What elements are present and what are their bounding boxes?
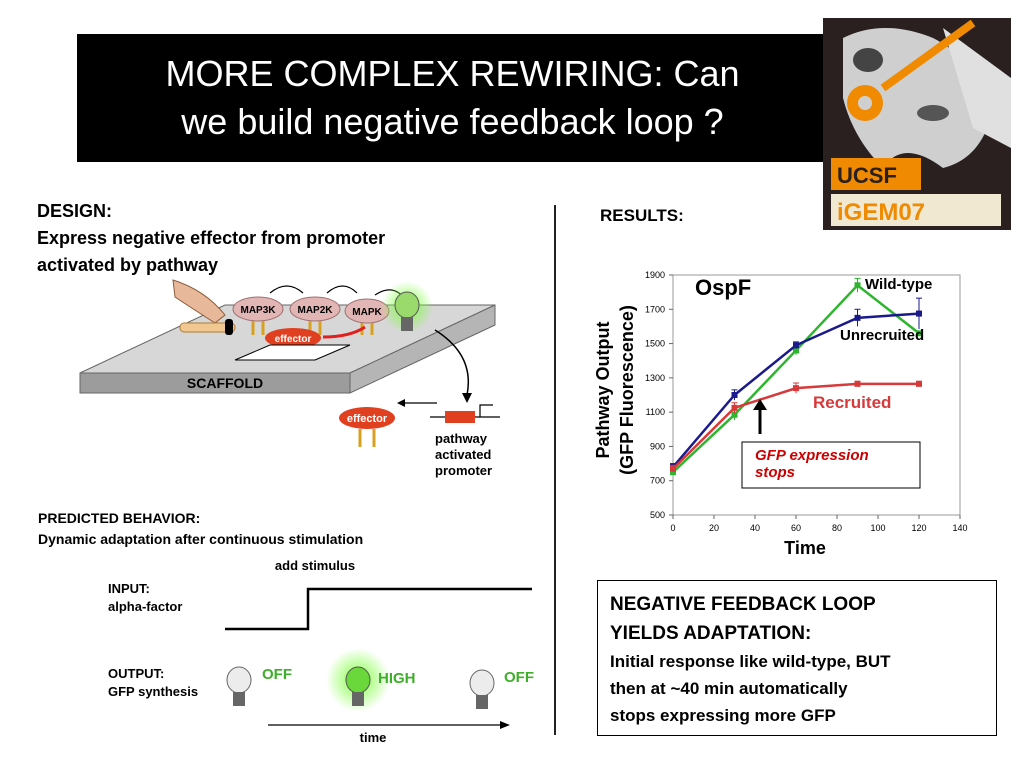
data-point [854,314,861,321]
y-tick-label: 1300 [645,373,665,383]
state-high: HIGH [378,670,416,687]
add-stimulus-label: add stimulus [275,558,355,573]
svg-text:MAPK: MAPK [352,307,382,318]
output-label-2: GFP synthesis [108,684,198,699]
data-point [854,282,861,289]
chart-title: OspF [695,275,751,300]
logo-text-ucsf: UCSF [837,163,897,188]
svg-text:MAP3K: MAP3K [240,305,276,316]
design-heading: DESIGN: [37,201,113,221]
x-tick-label: 20 [709,523,719,533]
section-divider [554,205,556,735]
y-tick-label: 900 [650,441,665,451]
data-point [731,411,738,418]
x-axis-label: Time [784,538,826,558]
ucsf-igem-logo: UCSF iGEM07 [823,18,1011,230]
summary-line1: Initial response like wild-type, BUT [610,652,891,671]
promoter-label-1: pathway [435,431,488,446]
y-tick-label: 1900 [645,270,665,280]
x-tick-label: 80 [832,523,842,533]
data-point [670,465,676,472]
series-label-wild-type: Wild-type [865,276,932,293]
x-tick-label: 0 [670,523,675,533]
bulb-off-2 [469,669,495,709]
summary-body: Initial response like wild-type, BUT the… [610,648,984,729]
y-tick-label: 1500 [645,339,665,349]
data-point [916,330,922,337]
y-tick-label: 1700 [645,304,665,314]
ospf-chart: 500 700 900 1100 1300 1500 1700 1900 0 20 40 60 80 10… [593,270,968,558]
state-off-2: OFF [504,669,534,686]
logo-text-igem: iGEM07 [837,199,925,226]
x-tick-label: 120 [911,523,926,533]
predicted-diagram: add stimulus INPUT: alpha-factor OUTPUT:… [108,558,534,745]
input-step-line [225,587,532,631]
input-label-2: alpha-factor [108,599,182,614]
data-point [793,347,799,354]
summary-colon: : [804,623,812,644]
x-tick-label: 100 [870,523,885,533]
results-heading: RESULTS: [600,206,684,225]
design-line2: activated by pathway [37,255,219,275]
predicted-subheading: Dynamic adaptation after continuous stim… [38,531,364,547]
predicted-heading: PREDICTED BEHAVIOR: [38,510,201,526]
svg-text:effector: effector [275,334,312,345]
design-section: DESIGN: Express negative effector from p… [37,198,385,279]
design-line1: Express negative effector from promoter [37,228,386,248]
input-label-1: INPUT: [108,581,150,596]
y-tick-label: 1100 [646,407,665,417]
promoter-label-3: promoter [435,463,492,478]
annotation-arrow-head [753,399,767,410]
y-tick-label: 700 [650,476,665,486]
kinase-map3k: MAP3K [232,296,284,335]
kinase-map2k: MAP2K [289,296,341,335]
scaffold-diagram: SCAFFOLD MAP3K MAP2K MAPK effector [79,279,500,478]
bulb-high [326,648,390,712]
x-tick-label: 60 [791,523,801,533]
annotation-line1: GFP expression [755,447,869,464]
bulb-off-1 [226,666,252,706]
time-label: time [360,730,387,745]
y-axis-label-1: Pathway Output [593,321,613,458]
y-axis-label-2: (GFP Fluorescence) [617,305,637,475]
predicted-behavior: PREDICTED BEHAVIOR: Dynamic adaptation a… [38,508,363,550]
summary-title: NEGATIVE FEEDBACK LOOP YIELDS ADAPTATION… [610,590,984,648]
svg-text:MAP2K: MAP2K [297,305,333,316]
data-point [916,380,922,387]
svg-text:effector: effector [347,413,388,425]
effector-bound: effector [265,328,321,348]
y-tick-label: 500 [650,510,665,520]
data-point [731,404,738,411]
x-tick-label: 40 [750,523,760,533]
data-point [793,385,799,392]
summary-title-1: NEGATIVE FEEDBACK LOOP [610,594,876,615]
x-tick-label: 140 [952,523,967,533]
annotation-line2: stops [755,464,795,481]
state-off-1: OFF [262,666,292,683]
effector-free: effector [339,407,395,447]
data-point [854,380,861,387]
summary-title-2: YIELDS ADAPTATION [610,623,805,644]
summary-box: NEGATIVE FEEDBACK LOOP YIELDS ADAPTATION… [597,580,997,736]
annotation-box [741,441,921,489]
output-label-1: OUTPUT: [108,666,164,681]
series-label-unrecruited: Unrecruited [840,327,924,344]
data-point [731,392,738,398]
slide-title-line1: MORE COMPLEX REWIRING: Can [165,53,740,94]
series-label-recruited: Recruited [813,393,891,412]
slide-title: MORE COMPLEX REWIRING: Can we build nega… [77,34,828,162]
scaffold-label: SCAFFOLD [187,375,263,391]
data-point [793,342,799,349]
summary-line2: then at ~40 min automatically [610,679,848,698]
data-point [916,310,922,317]
promoter-label-2: activated [435,447,491,462]
slide-title-line2: we build negative feedback loop ? [181,101,724,142]
summary-line3: stops expressing more GFP [610,706,836,725]
